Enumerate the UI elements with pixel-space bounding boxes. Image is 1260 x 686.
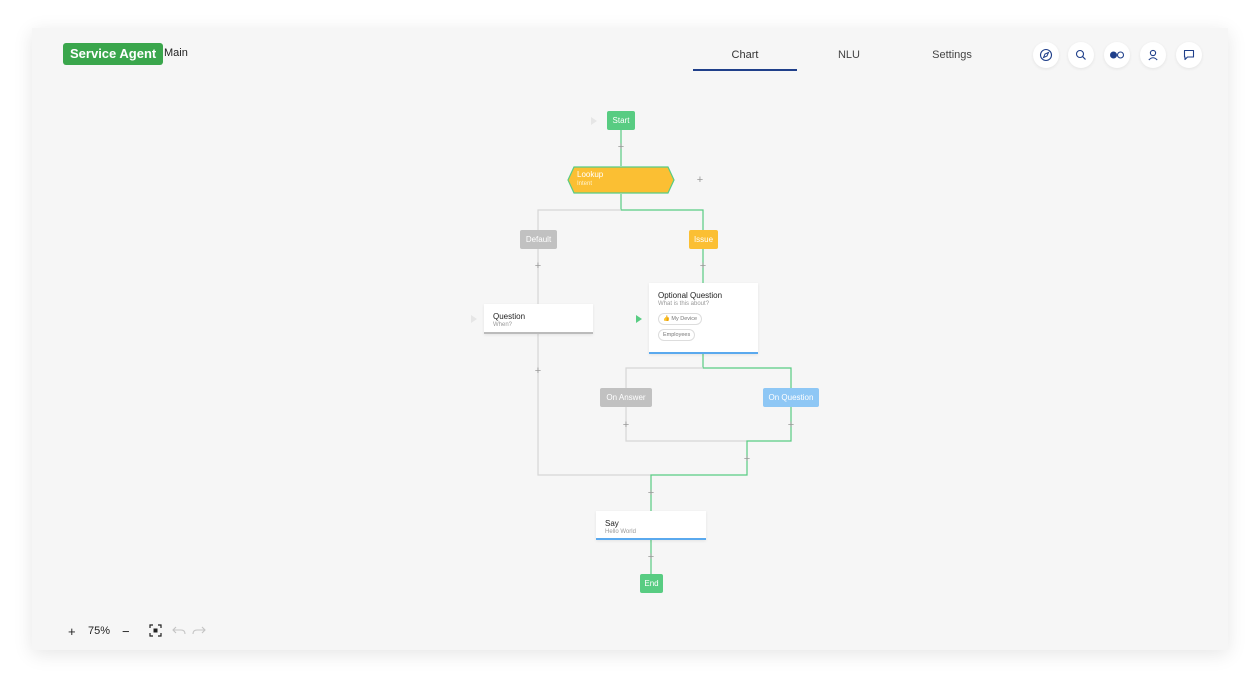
lookup-node-shape (567, 166, 675, 194)
toggle-button[interactable] (1104, 42, 1130, 68)
undo-icon[interactable] (172, 626, 186, 636)
question-handle-icon (471, 315, 477, 323)
add-step-button[interactable]: + (743, 453, 751, 465)
start-handle-icon (591, 117, 597, 125)
fit-screen-icon[interactable] (149, 624, 162, 637)
search-button[interactable] (1068, 42, 1094, 68)
say-card[interactable]: Say Hello World (596, 511, 706, 540)
lookup-node-title[interactable]: Lookup (577, 170, 604, 179)
add-step-button[interactable]: + (699, 260, 707, 272)
chat-icon (1183, 49, 1195, 61)
chat-button[interactable] (1176, 42, 1202, 68)
tab-settings[interactable]: Settings (932, 49, 972, 61)
question-card-title: Question (493, 312, 526, 321)
add-branch-button[interactable]: + (696, 174, 704, 186)
flow-name[interactable]: Main (164, 47, 188, 59)
flow-connectors (537, 130, 792, 574)
tab-chart[interactable]: Chart (731, 49, 759, 61)
say-card-subtitle: Hello World (605, 529, 636, 535)
default-branch-node[interactable]: Default (520, 230, 557, 249)
redo-icon[interactable] (192, 626, 206, 636)
on-answer-node[interactable]: On Answer (600, 388, 652, 407)
user-button[interactable] (1140, 42, 1166, 68)
optional-question-subtitle: What is this about? (658, 301, 710, 307)
active-tab-indicator (693, 69, 797, 71)
add-step-button[interactable]: + (534, 260, 542, 272)
end-node[interactable]: End (640, 574, 663, 593)
optional-question-title: Optional Question (658, 291, 723, 300)
add-step-button[interactable]: + (534, 365, 542, 377)
question-card[interactable]: Question When? (484, 304, 593, 334)
lookup-node-subtitle: Intent (577, 181, 593, 187)
add-step-button[interactable]: + (647, 551, 655, 563)
add-step-button[interactable]: + (647, 487, 655, 499)
chip-employees[interactable]: Employees (658, 329, 696, 341)
add-step-button[interactable]: + (787, 419, 795, 431)
search-icon (1075, 49, 1086, 60)
on-question-node[interactable]: On Question (763, 388, 819, 407)
add-step-button[interactable]: + (622, 419, 630, 431)
start-node[interactable]: Start (607, 111, 635, 130)
toggle-icon (1110, 51, 1125, 59)
zoom-in-button[interactable]: + (68, 624, 76, 639)
app-window: Service Agent Main Chart NLU Settings (32, 28, 1228, 650)
optional-question-card[interactable]: Optional Question What is this about? 👍 … (649, 283, 758, 354)
question-card-subtitle: When? (493, 322, 513, 328)
compass-icon (1039, 48, 1053, 62)
brand-badge[interactable]: Service Agent (63, 43, 164, 65)
zoom-level: 75% (88, 625, 111, 637)
chip-my-device[interactable]: 👍 My Device (658, 313, 703, 325)
tab-nlu[interactable]: NLU (837, 49, 860, 61)
say-card-title: Say (605, 519, 619, 528)
zoom-out-button[interactable]: − (122, 624, 130, 639)
add-step-button[interactable]: + (617, 141, 625, 153)
compass-button[interactable] (1033, 42, 1059, 68)
issue-branch-node[interactable]: Issue (689, 230, 718, 249)
user-icon (1148, 49, 1158, 61)
optional-question-handle-icon (636, 315, 642, 323)
